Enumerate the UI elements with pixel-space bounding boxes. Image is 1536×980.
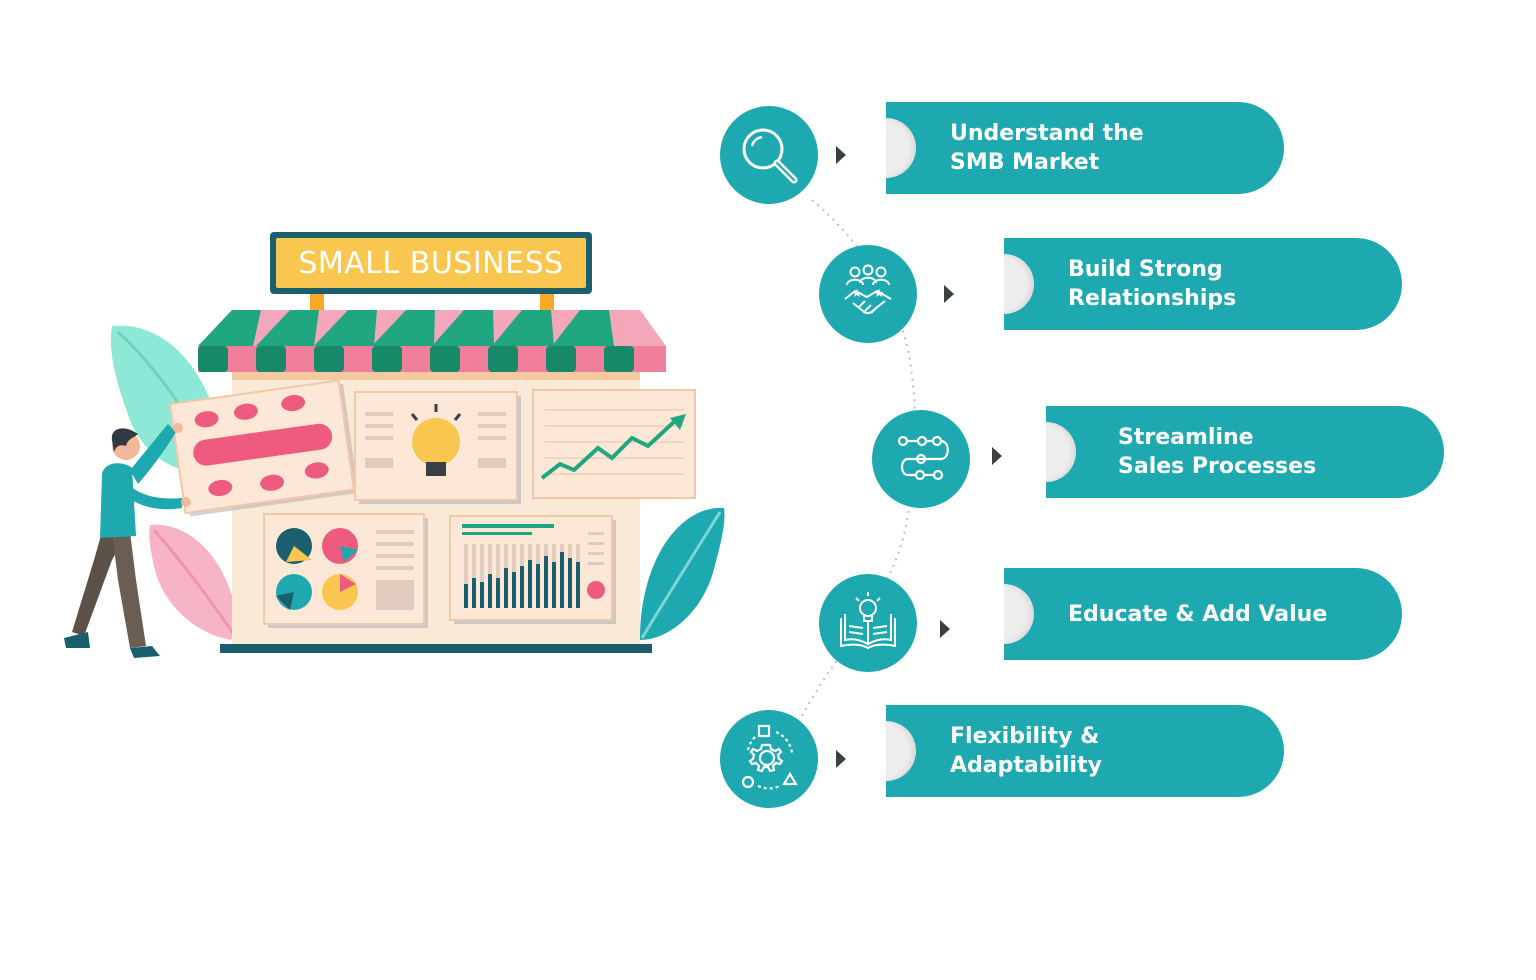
step-2-label: Build Strong Relationships <box>1068 257 1237 311</box>
step-3-pill: Streamline Sales Processes <box>1046 406 1444 498</box>
step-1-label: Understand the SMB Market <box>950 121 1144 175</box>
idea-card <box>354 391 521 504</box>
step-4-pill: Educate & Add Value <box>1004 568 1402 660</box>
step-3-notch <box>1046 422 1076 482</box>
step-4-notch <box>1004 584 1034 644</box>
step-2-pill: Build Strong Relationships <box>1004 238 1402 330</box>
shop-floor <box>220 644 652 653</box>
step-1-circle <box>720 106 818 204</box>
step-1-arrow <box>836 146 846 164</box>
person-figure <box>64 423 191 658</box>
mindmap-card <box>169 379 359 517</box>
step-4-arrow <box>940 620 950 638</box>
process-flow-icon <box>897 435 949 481</box>
step-5-notch <box>886 721 916 781</box>
awning <box>198 310 666 380</box>
magnifier-icon <box>742 128 798 184</box>
shop-sign-text: SMALL BUSINESS <box>298 245 564 281</box>
step-5-pill: Flexibility & Adaptability <box>886 705 1284 797</box>
step-2-arrow <box>944 285 954 303</box>
step-3-arrow <box>992 447 1002 465</box>
step-2-notch <box>1004 254 1034 314</box>
handshake-people-icon <box>844 264 892 315</box>
step-5-circle <box>720 710 818 808</box>
leaf-left-pink <box>149 524 239 640</box>
small-business-illustration: SMALL BUSINESS <box>0 0 760 980</box>
open-book-bulb-icon <box>840 592 896 650</box>
step-4-label: Educate & Add Value <box>1068 601 1328 627</box>
pie-card <box>263 513 428 628</box>
step-1-notch <box>886 118 916 178</box>
step-1-pill: Understand the SMB Market <box>886 102 1284 194</box>
step-3-circle <box>872 410 970 508</box>
step-3-label: Streamline Sales Processes <box>1118 425 1317 479</box>
step-2-circle <box>819 245 917 343</box>
step-5-label: Flexibility & Adaptability <box>950 724 1102 778</box>
step-4-circle <box>819 574 917 672</box>
step-5-arrow <box>836 750 846 768</box>
bar-chart-card <box>449 515 616 624</box>
gear-shapes-icon <box>741 724 798 790</box>
shop-sign: SMALL BUSINESS <box>270 232 592 294</box>
leaf-right-teal <box>640 507 725 640</box>
growth-chart-card <box>532 389 696 499</box>
